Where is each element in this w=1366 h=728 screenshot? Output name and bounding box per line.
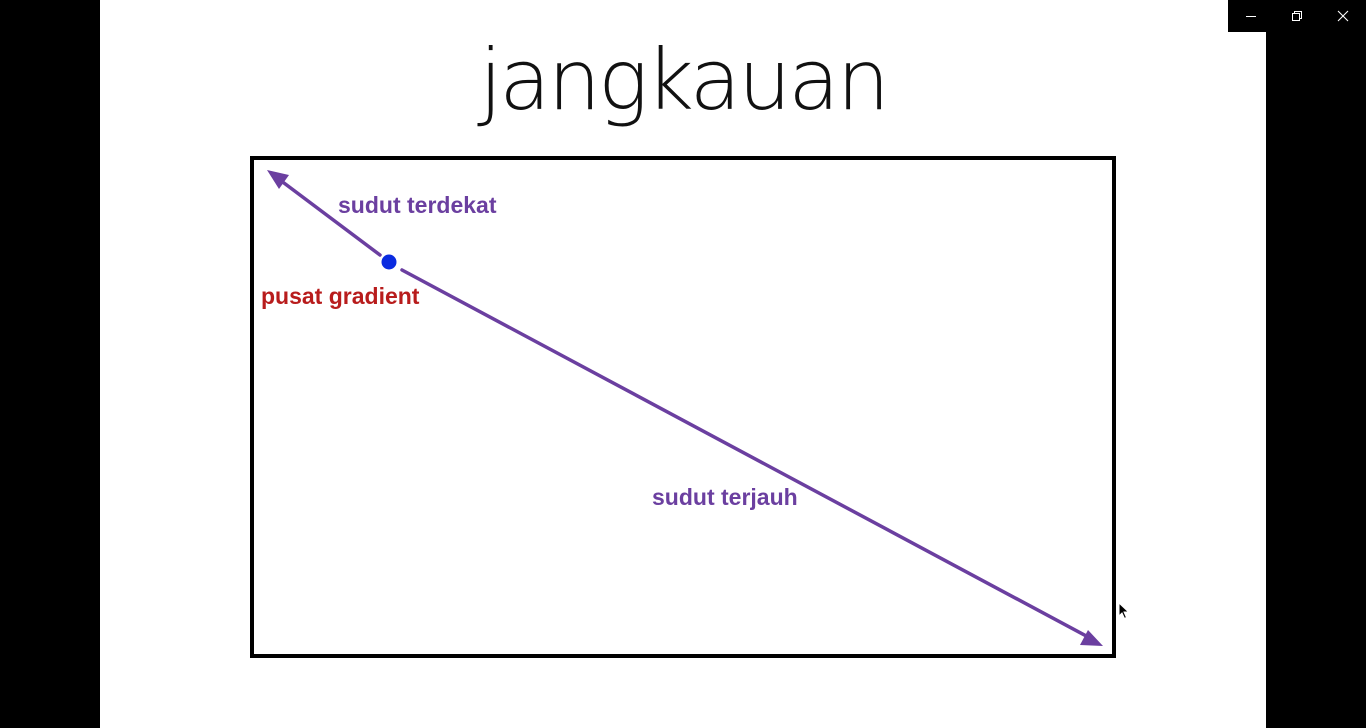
nearest-corner-label: sudut terdekat <box>338 192 497 218</box>
minimize-icon <box>1246 16 1256 17</box>
gradient-center-dot <box>381 254 397 270</box>
nearest-corner-arrow-line <box>278 178 382 257</box>
restore-button[interactable] <box>1274 0 1320 32</box>
diagram-frame <box>250 156 1116 658</box>
farthest-corner-label: sudut terjauh <box>652 484 798 510</box>
farthest-corner-arrowhead <box>1080 630 1103 646</box>
diagram: sudut terdekat pusat gradient sudut terj… <box>250 156 1116 658</box>
close-icon <box>1337 10 1349 22</box>
farthest-corner-arrow-line <box>400 268 1092 640</box>
restore-icon <box>1292 11 1302 21</box>
mouse-cursor-icon <box>1118 602 1130 620</box>
close-button[interactable] <box>1320 0 1366 32</box>
minimize-button[interactable] <box>1228 0 1274 32</box>
nearest-corner-arrowhead <box>267 170 289 189</box>
gradient-center-label: pusat gradient <box>261 283 420 309</box>
slide: jangkauan sudut terdekat pusat gradient … <box>100 0 1266 728</box>
slide-title: jangkauan <box>478 31 890 129</box>
window-controls <box>1228 0 1366 32</box>
